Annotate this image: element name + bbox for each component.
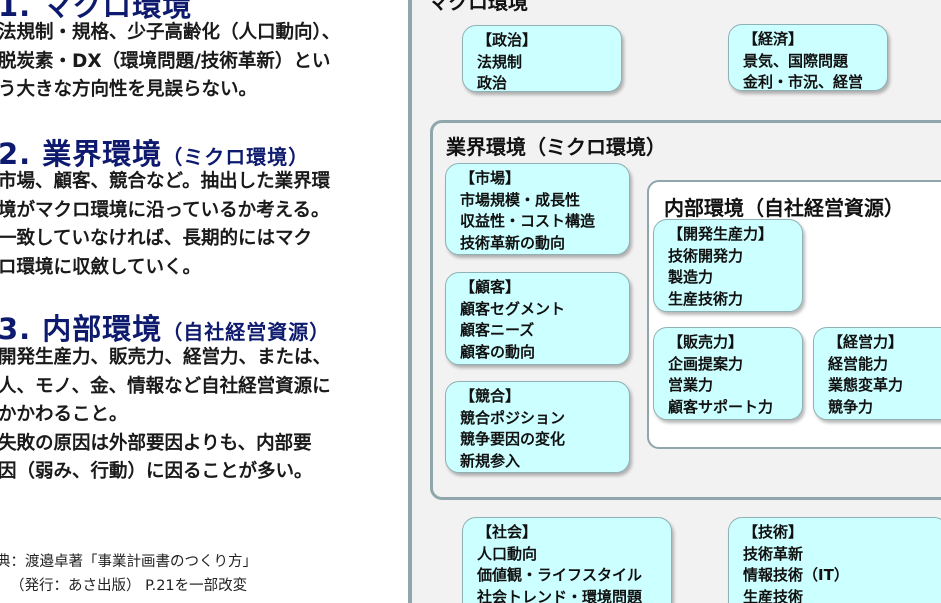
box-line: 営業力 [668, 376, 714, 394]
box-line: 人口動向 [477, 544, 538, 563]
box-line: 景気、国際問題 [743, 51, 849, 70]
box-sales: 【販売力】企画提案力営業力顧客サポート力 [653, 327, 803, 420]
box-politics: 【政治】法規制政治 [462, 25, 622, 92]
box-development: 【開発生産力】技術開発力製造力生産技術力 [653, 219, 803, 312]
box-line: 生産技術 [743, 587, 804, 603]
text-line: う大きな方向性を見誤らない。 [0, 79, 258, 100]
box-line: 新規参入 [460, 451, 521, 470]
text-line: 市場、顧客、競合など。抽出した業界環 [0, 171, 331, 192]
box-line: 経営能力 [828, 354, 889, 373]
heading-macro: 1. マクロ環境 [0, 0, 192, 25]
micro-title: 業界環境（ミクロ環境） [446, 135, 666, 159]
explanation-panel: 1. マクロ環境 法規制・規格、少子高齢化（人口動向）、 脱炭素・DX（環境問題… [0, 0, 408, 603]
box-line: 【技術】 [743, 523, 804, 541]
heading-text: 2. 業界環境 [0, 137, 163, 171]
text-line: ロ環境に収斂していく。 [0, 256, 201, 278]
box-line: 情報技術（IT） [743, 566, 849, 584]
source-citation: 典：渡邉卓著「事業計画書のつくり方」 （発行：あさ出版） P.21を一部改変 [0, 550, 257, 598]
box-line: 顧客サポート力 [668, 397, 774, 416]
box-line: 競争要因の変化 [460, 430, 566, 448]
box-competition: 【競合】競合ポジション競争要因の変化新規参入 [445, 381, 630, 473]
box-customer: 【顧客】顧客セグメント顧客ニーズ顧客の動向 [445, 272, 630, 365]
box-line: 顧客の動向 [460, 342, 536, 361]
internal-title: 内部環境（自社経営資源） [664, 196, 904, 220]
box-line: 【販売力】 [668, 333, 744, 351]
source-line: 典：渡邉卓著「事業計画書のつくり方」 [0, 554, 257, 570]
box-line: 生産技術力 [668, 289, 744, 308]
box-line: 【経営力】 [828, 333, 904, 351]
box-line: 【競合】 [460, 387, 521, 405]
box-line: 【市場】 [460, 169, 521, 187]
box-line: 技術革新 [743, 544, 804, 563]
box-line: 技術革新の動向 [460, 233, 566, 252]
box-line: 【社会】 [477, 523, 538, 541]
environment-diagram: マクロ環境 【政治】法規制政治 【経済】景気、国際問題金利・市況、経営 業界環境… [412, 0, 941, 603]
heading-text: 1. マクロ環境 [0, 0, 193, 23]
box-line: 【顧客】 [460, 278, 521, 296]
internal-description: 開発生産力、販売力、経営力、または、 人、モノ、金、情報など自社経営資源に かか… [0, 344, 331, 487]
heading-micro: 2. 業界環境（ミクロ環境） [0, 131, 309, 173]
box-line: 製造力 [668, 268, 714, 286]
text-line: 一致していなければ、長期的にはマク [0, 228, 312, 249]
box-line: 【開発生産力】 [668, 225, 774, 243]
box-line: 金利・市況、経営 [743, 73, 864, 91]
box-market: 【市場】市場規模・成長性収益性・コスト構造技術革新の動向 [445, 163, 630, 255]
heading-internal: 3. 内部環境（自社経営資源） [0, 306, 330, 348]
box-line: 法規制 [477, 52, 523, 71]
text-line: かかわること。 [0, 404, 128, 425]
box-line: 技術開発力 [668, 246, 744, 265]
macro-title: マクロ環境 [428, 0, 528, 14]
box-line: 【政治】 [477, 31, 538, 49]
box-line: 顧客セグメント [460, 299, 566, 318]
text-line: 人、モノ、金、情報など自社経営資源に [0, 375, 331, 397]
text-line: 開発生産力、販売力、経営力、または、 [0, 347, 332, 368]
box-technology: 【技術】技術革新情報技術（IT） 生産技術 [728, 517, 941, 603]
box-line: 【経済】 [743, 30, 804, 48]
heading-sub: （自社経営資源） [162, 320, 331, 344]
box-line: 収益性・コスト構造 [460, 212, 596, 230]
macro-description: 法規制・規格、少子高齢化（人口動向）、 脱炭素・DX（環境問題/技術革新）とい … [0, 19, 340, 105]
text-line: 法規制・規格、少子高齢化（人口動向）、 [0, 22, 341, 43]
text-line: 脱炭素・DX（環境問題/技術革新）とい [0, 50, 331, 72]
micro-description: 市場、顧客、競合など。抽出した業界環 境がマクロ環境に沿っているか考える。 一致… [0, 168, 330, 282]
source-line: （発行：あさ出版） P.21を一部改変 [10, 578, 248, 594]
box-line: 価値観・ライフスタイル [477, 566, 643, 584]
box-line: 競合ポジション [460, 408, 566, 427]
box-line: 市場規模・成長性 [460, 190, 581, 209]
text-line: 因（弱み、行動）に因ることが多い。 [0, 461, 313, 482]
box-line: 社会トレンド・環境問題 [477, 587, 643, 603]
box-society: 【社会】人口動向価値観・ライフスタイル社会トレンド・環境問題 [462, 517, 672, 603]
heading-sub: （ミクロ環境） [162, 145, 310, 169]
box-line: 企画提案力 [668, 354, 744, 373]
heading-text: 3. 内部環境 [0, 312, 163, 346]
text-line: 境がマクロ環境に沿っているか考える。 [0, 199, 330, 221]
box-line: 顧客ニーズ [460, 321, 535, 339]
box-economy: 【経済】景気、国際問題金利・市況、経営 [728, 24, 888, 91]
box-management: 【経営力】経営能力業態変革力競争力 [813, 327, 941, 420]
divider [408, 0, 412, 603]
box-line: 業態変革力 [828, 376, 904, 394]
box-line: 政治 [477, 74, 508, 92]
box-line: 競争力 [828, 397, 874, 416]
text-line: 失敗の原因は外部要因よりも、内部要 [0, 432, 312, 454]
